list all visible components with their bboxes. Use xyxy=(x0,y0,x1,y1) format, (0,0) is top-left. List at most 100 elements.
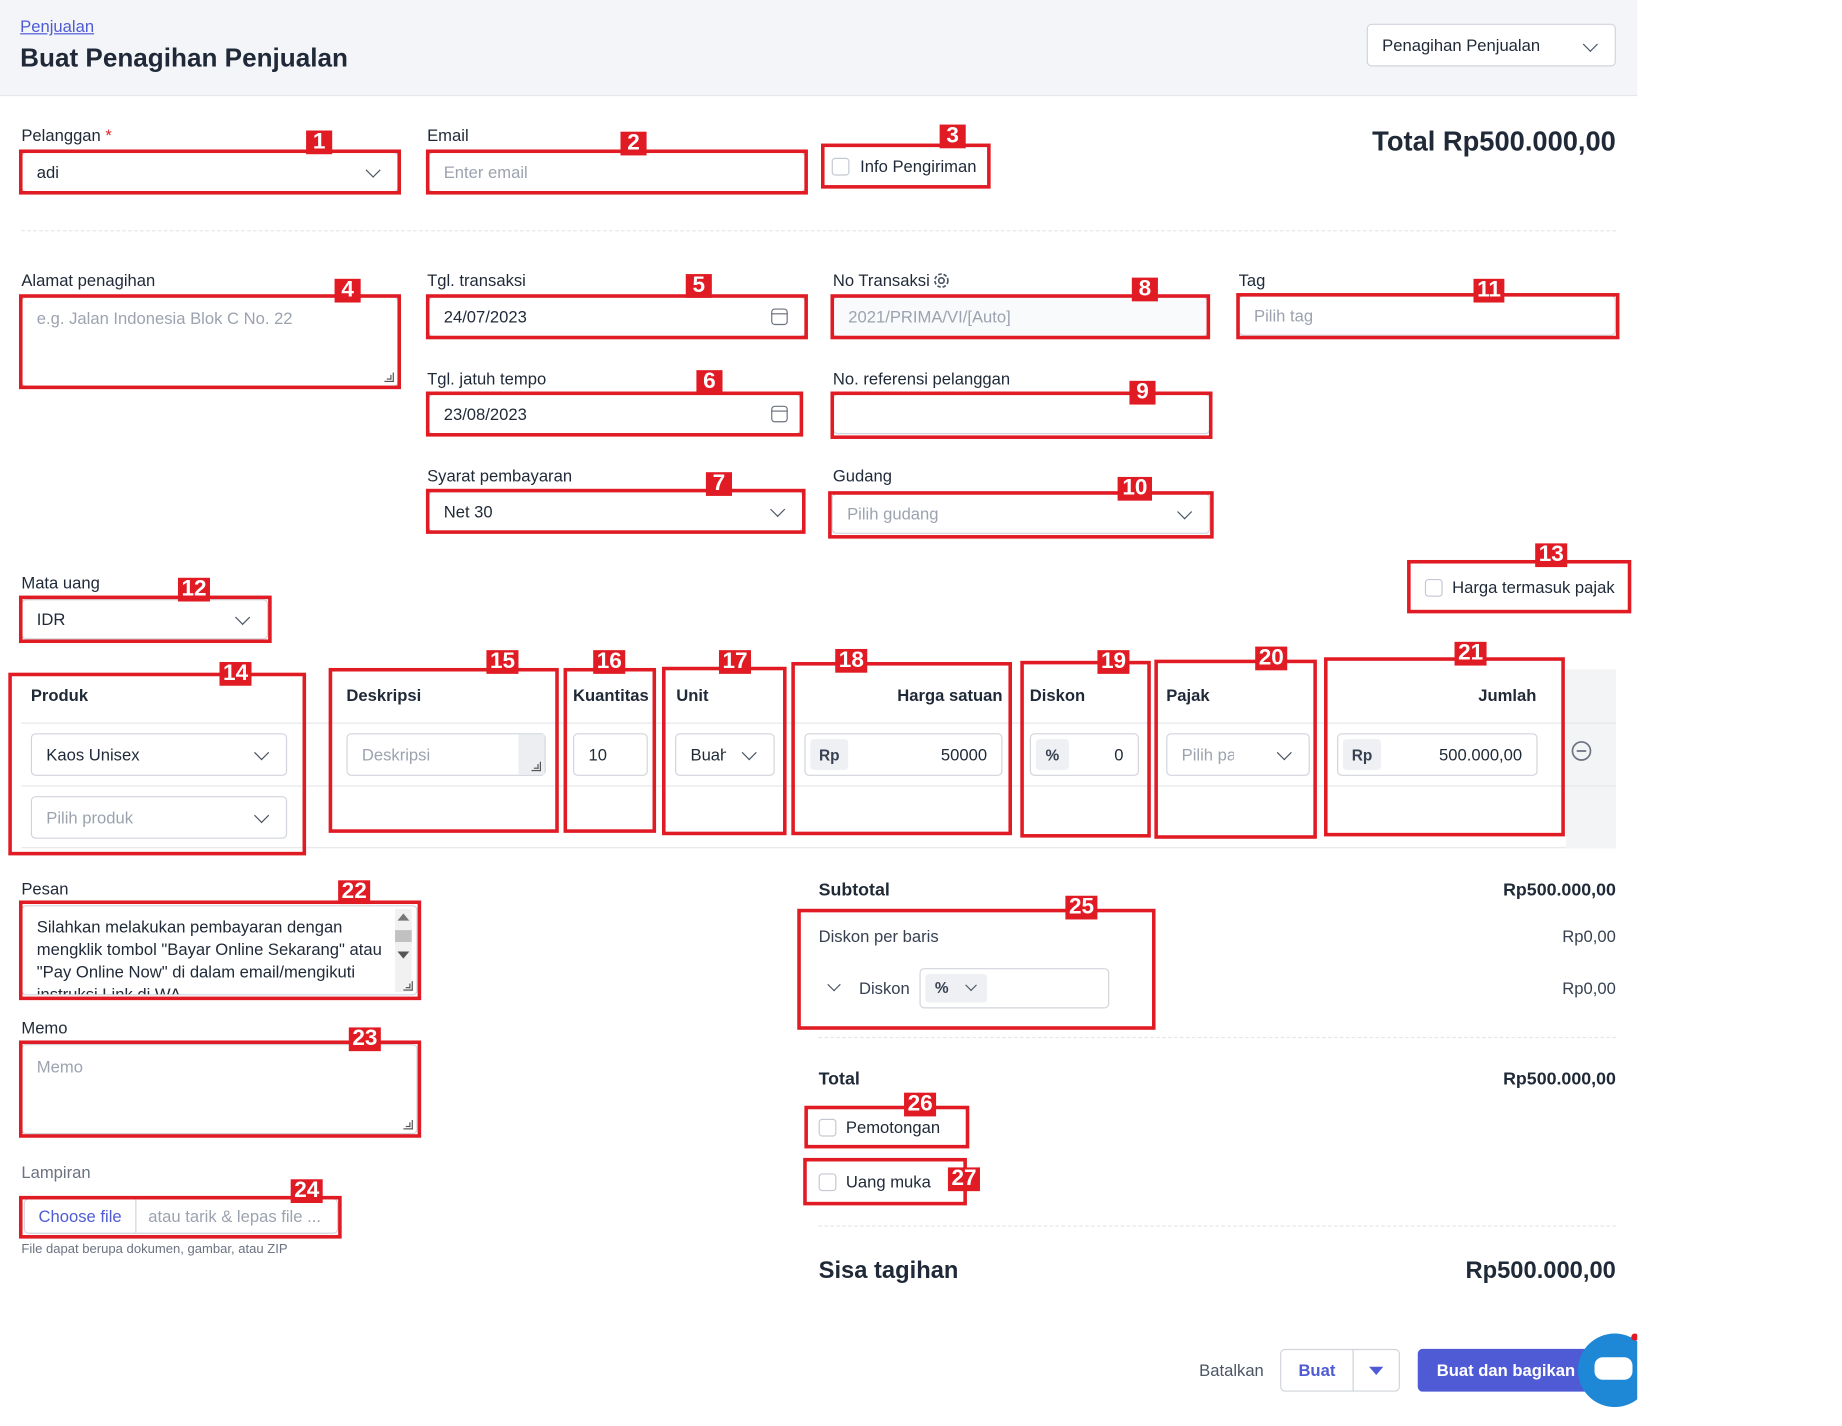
pajak-select[interactable]: Pilih pajak xyxy=(1166,733,1310,776)
gear-icon[interactable] xyxy=(931,270,951,290)
divider xyxy=(818,1225,1616,1227)
sisa-tagihan-label: Sisa tagihan xyxy=(818,1257,959,1284)
remove-row-icon[interactable] xyxy=(1571,740,1592,761)
mata-uang-select[interactable]: IDR xyxy=(21,599,269,640)
resize-handle-icon[interactable] xyxy=(531,761,541,772)
tgl-jatuh-tempo-label: Tgl. jatuh tempo xyxy=(427,368,547,388)
breadcrumb-penjualan[interactable]: Penjualan xyxy=(20,16,95,36)
diskon-value: Rp0,00 xyxy=(1562,978,1616,998)
uang-muka-checkbox[interactable] xyxy=(818,1173,837,1192)
mata-uang-label: Mata uang xyxy=(21,573,100,593)
chevron-down-icon xyxy=(741,745,757,761)
diskon-label: Diskon xyxy=(858,978,910,998)
annotation-label: 6 xyxy=(696,370,723,394)
memo-placeholder: Memo xyxy=(36,1057,83,1077)
drag-drop-text: atau tarik & lepas file ... xyxy=(148,1206,321,1226)
table-header-divider xyxy=(21,722,1616,724)
col-harga: Harga satuan xyxy=(897,685,1003,705)
annotation-label: 11 xyxy=(1473,278,1505,303)
chevron-down-icon xyxy=(965,979,977,992)
chevron-down-icon xyxy=(254,808,270,824)
scroll-down-icon[interactable] xyxy=(397,951,410,959)
required-mark: * xyxy=(105,125,112,145)
buat-button[interactable]: Buat xyxy=(1280,1348,1354,1392)
diskon-input[interactable]: % 0 xyxy=(1029,733,1139,776)
unit-select[interactable]: Buah xyxy=(675,733,775,776)
scrollbar[interactable] xyxy=(395,908,412,992)
uang-muka-label: Uang muka xyxy=(845,1172,931,1192)
alamat-textarea[interactable]: e.g. Jalan Indonesia Blok C No. 22 xyxy=(21,296,399,387)
annotation-label: 17 xyxy=(718,650,752,674)
annotation-label: 13 xyxy=(1535,543,1568,568)
resize-handle-icon[interactable] xyxy=(384,372,394,383)
scroll-thumb[interactable] xyxy=(395,930,412,943)
resize-handle-icon[interactable] xyxy=(403,1119,413,1130)
chat-widget[interactable] xyxy=(1577,1333,1638,1408)
chevron-down-icon xyxy=(235,609,251,626)
info-pengiriman-checkbox[interactable] xyxy=(831,157,850,176)
annotation-label: 25 xyxy=(1065,895,1098,920)
tgl-transaksi-value: 24/07/2023 xyxy=(443,307,527,327)
col-deskripsi: Deskripsi xyxy=(346,685,422,705)
mata-uang-value: IDR xyxy=(36,609,66,629)
resize-handle-icon[interactable] xyxy=(403,981,413,991)
file-upload[interactable]: Choose file atau tarik & lepas file ... xyxy=(23,1198,339,1234)
table-row-divider xyxy=(21,785,1616,787)
deskripsi-input[interactable]: Deskripsi xyxy=(346,733,546,776)
annotation-label: 18 xyxy=(835,648,868,673)
diskon-unit-select[interactable]: % xyxy=(925,974,988,1003)
syarat-pembayaran-select[interactable]: Net 30 xyxy=(428,491,804,532)
notification-dot xyxy=(1631,1333,1638,1341)
kuantitas-input[interactable]: 10 xyxy=(573,733,648,776)
total-header: Total Rp500.000,00 xyxy=(1372,125,1616,157)
syarat-label: Syarat pembayaran xyxy=(427,466,573,486)
pesan-line: mengklik tombol "Bayar Online Sekarang" … xyxy=(36,939,382,959)
choose-file-button[interactable]: Choose file xyxy=(25,1199,137,1233)
col-produk: Produk xyxy=(30,685,89,705)
no-referensi-label: No. referensi pelanggan xyxy=(832,368,1011,388)
harga-value: 50000 xyxy=(940,745,988,765)
tgl-transaksi-input[interactable]: 24/07/2023 xyxy=(428,296,806,337)
pemotongan-label: Pemotongan xyxy=(845,1117,941,1137)
chevron-down-icon[interactable] xyxy=(827,978,841,992)
pemotongan-checkbox[interactable] xyxy=(818,1118,837,1137)
harga-input[interactable]: Rp 50000 xyxy=(804,733,1003,776)
tgl-jatuh-tempo-input[interactable]: 23/08/2023 xyxy=(428,393,801,435)
calendar-icon[interactable] xyxy=(771,308,788,326)
tag-select[interactable]: Pilih tag xyxy=(1238,295,1616,336)
col-unit: Unit xyxy=(676,685,709,705)
no-transaksi-input[interactable]: 2021/PRIMA/VI/[Auto] xyxy=(832,296,1208,337)
memo-textarea[interactable]: Memo xyxy=(21,1044,418,1135)
buat-options-button[interactable] xyxy=(1352,1348,1400,1392)
transaction-type-select[interactable]: Penagihan Penjualan xyxy=(1366,23,1616,67)
chevron-down-icon xyxy=(254,745,270,761)
currency-prefix: Rp xyxy=(1343,739,1381,770)
product-table xyxy=(21,669,1616,849)
sisa-tagihan-value: Rp500.000,00 xyxy=(1465,1257,1616,1284)
scroll-up-icon[interactable] xyxy=(397,913,410,921)
new-produk-select[interactable]: Pilih produk xyxy=(30,796,288,839)
calendar-icon[interactable] xyxy=(771,405,788,423)
total-label: Total xyxy=(818,1068,860,1090)
tgl-transaksi-label: Tgl. transaksi xyxy=(427,270,526,290)
diskon-unit-value: % xyxy=(934,978,949,997)
annotation-label: 2 xyxy=(620,131,647,156)
chevron-down-icon xyxy=(1582,36,1598,53)
pelanggan-select[interactable]: adi xyxy=(21,151,399,193)
pesan-label: Pesan xyxy=(21,879,69,899)
diskon-baris-value: Rp0,00 xyxy=(1562,926,1616,946)
gudang-select[interactable]: Pilih gudang xyxy=(831,493,1211,534)
produk-value: Kaos Unisex xyxy=(46,745,140,765)
email-label: Email xyxy=(427,125,469,145)
produk-select[interactable]: Kaos Unisex xyxy=(30,733,288,776)
gudang-placeholder: Pilih gudang xyxy=(847,504,939,524)
batalkan-button[interactable]: Batalkan xyxy=(1199,1360,1264,1380)
annotation-label: 24 xyxy=(290,1179,323,1204)
pesan-textarea[interactable]: Silahkan melakukan pembayaran dengan men… xyxy=(21,905,418,996)
diskon-global-input[interactable]: % xyxy=(919,968,1110,1009)
harga-termasuk-pajak-checkbox[interactable] xyxy=(1424,578,1443,597)
email-input[interactable]: Enter email xyxy=(428,151,806,193)
subtotal-value: Rp500.000,00 xyxy=(1503,880,1616,901)
pajak-placeholder: Pilih pajak xyxy=(1181,745,1234,765)
annotation-label: 19 xyxy=(1097,650,1130,674)
